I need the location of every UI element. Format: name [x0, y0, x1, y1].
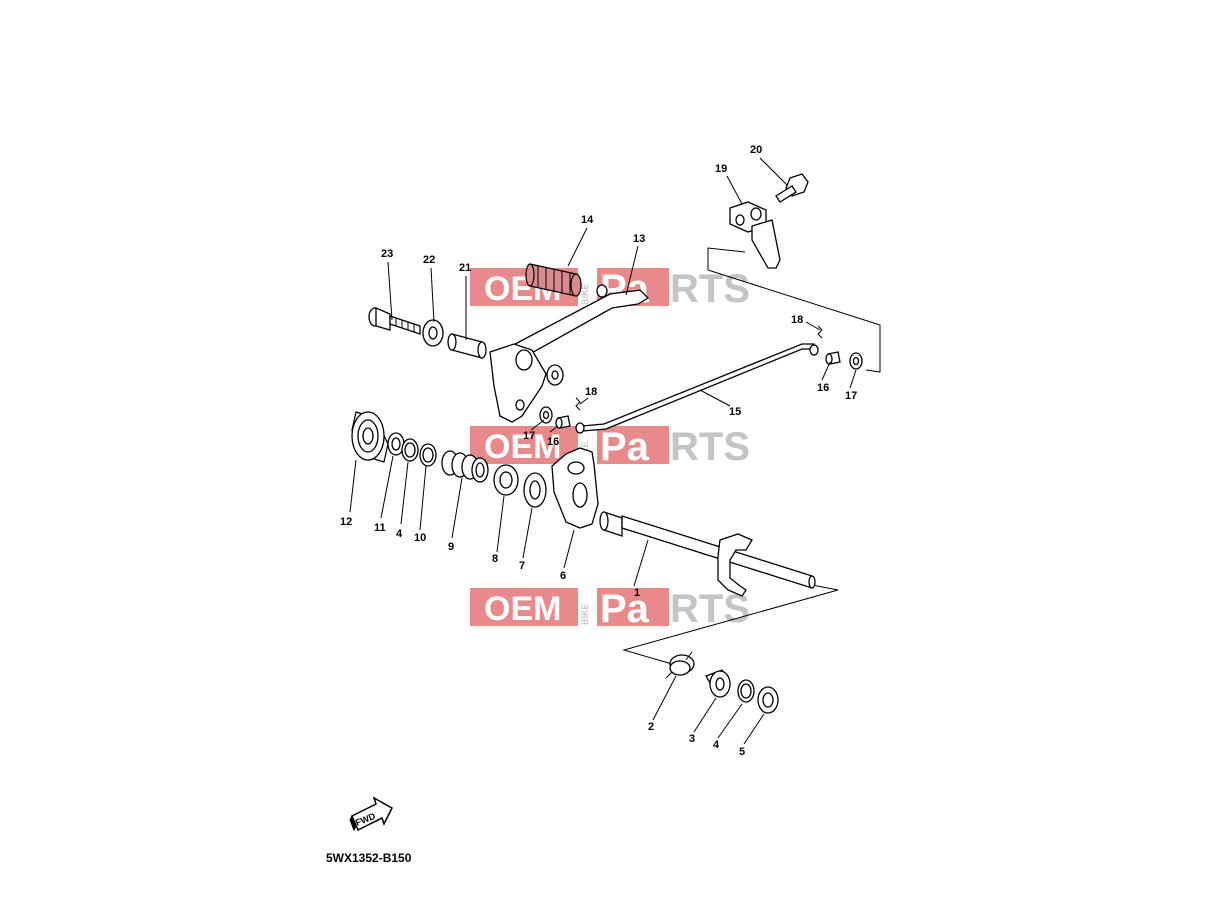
part-shaft-1	[599, 511, 816, 597]
callout-21: 21	[459, 262, 471, 274]
watermark-bike: BIKE	[580, 603, 590, 625]
part-circlip-4-upper	[401, 438, 419, 462]
callout-6: 6	[560, 570, 566, 582]
part-washer-17-left	[539, 406, 553, 424]
callout-10: 10	[414, 532, 426, 544]
sub-assembly-bracket-upper	[707, 247, 881, 373]
callout-7: 7	[519, 560, 525, 572]
part-washer-5	[757, 686, 779, 714]
part-collar-16-right	[825, 351, 841, 365]
callout-18-left: 18	[585, 386, 597, 398]
part-clip-18-right	[817, 325, 823, 339]
callout-19: 19	[715, 163, 727, 175]
watermark-rts: RTS	[670, 267, 750, 311]
part-collar-16-left	[555, 415, 571, 429]
part-rubber-14	[525, 263, 608, 298]
watermark-pa: Pa	[600, 587, 650, 631]
callout-17-right: 17	[845, 390, 857, 402]
part-clip-18-left	[575, 397, 581, 411]
watermark-bike: BIKE	[580, 283, 590, 305]
callout-16-right: 16	[817, 382, 829, 394]
callout-1: 1	[634, 587, 640, 599]
callout-17-left: 17	[523, 430, 535, 442]
callout-12: 12	[340, 516, 352, 528]
callout-14: 14	[581, 214, 594, 226]
part-collar-21	[447, 333, 487, 359]
callout-23: 23	[381, 248, 393, 260]
watermark-pa: Pa	[600, 425, 650, 469]
watermark-bottom: OEM BIKE Pa RTS	[470, 587, 750, 631]
part-lever-6	[551, 447, 599, 529]
leader-lines	[349, 157, 857, 745]
part-bolt-23	[368, 307, 421, 335]
part-collar-8	[493, 464, 519, 496]
part-washer-11	[387, 432, 405, 456]
callout-16-left: 16	[547, 436, 559, 448]
part-rod-15	[575, 343, 819, 434]
part-washer-17-right	[849, 352, 863, 370]
part-bolt-20	[775, 173, 809, 203]
callout-4-lower: 4	[713, 739, 720, 751]
watermark-middle: OEM BIKE Pa RTS	[470, 425, 750, 469]
callout-3: 3	[689, 733, 695, 745]
callout-22: 22	[423, 254, 435, 266]
callout-11: 11	[374, 522, 386, 534]
diagram-code: 5WX1352-B150	[326, 851, 412, 865]
callout-5: 5	[739, 746, 745, 758]
part-pedal-13	[489, 289, 650, 423]
callout-18-right: 18	[791, 314, 803, 326]
callout-numbers: 1 2 3 4 4 5 6 7 8 9 10 11 12 13 14 15 16…	[340, 144, 857, 758]
part-arm-19	[729, 201, 781, 269]
sub-assembly-bracket-lower	[622, 584, 839, 665]
fwd-arrow-icon: FWD	[349, 796, 393, 832]
part-spring-9	[441, 450, 489, 483]
callout-9: 9	[448, 541, 454, 553]
callout-8: 8	[492, 553, 498, 565]
watermark-rts: RTS	[670, 425, 750, 469]
part-spring-2	[665, 651, 695, 679]
callout-2: 2	[648, 721, 654, 733]
callout-20: 20	[750, 144, 762, 156]
part-circlip-4-lower	[737, 679, 755, 703]
part-washer-22	[422, 319, 444, 347]
part-bearing-12	[351, 411, 389, 463]
part-collar-3	[705, 669, 731, 698]
watermark-oem: OEM	[484, 590, 561, 628]
part-washer-10	[419, 443, 437, 467]
callout-13: 13	[633, 233, 645, 245]
callout-4-upper: 4	[396, 528, 403, 540]
watermark-oem: OEM	[484, 428, 561, 466]
part-washer-7	[523, 472, 547, 508]
callout-15: 15	[729, 406, 741, 418]
